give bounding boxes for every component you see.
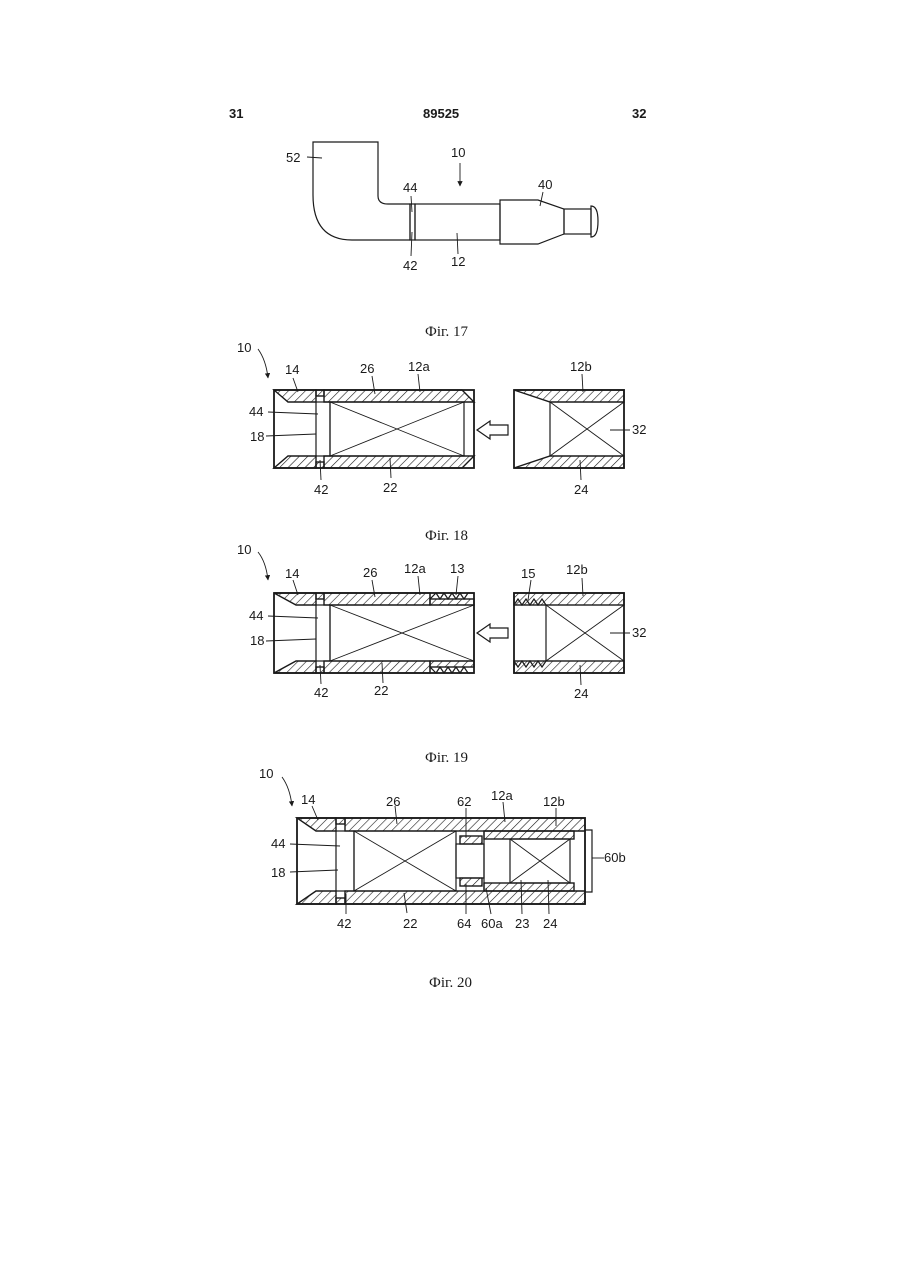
fig19-label-12a: 12a [404, 561, 426, 576]
fig19-label-12b: 12b [566, 562, 588, 577]
fig20-caption: Фіг. 20 [429, 975, 472, 991]
fig18-label-44: 44 [249, 404, 263, 419]
fig18-label-10: 10 [237, 340, 251, 355]
fig20-label-10: 10 [259, 766, 273, 781]
fig18-caption: Фіг. 18 [425, 528, 468, 544]
figure-17: 52 10 44 40 42 12 Фіг. 17 [286, 142, 598, 340]
fig18-insert-arrow [477, 421, 508, 439]
fig19-label-44: 44 [249, 608, 263, 623]
fig20-label-23: 23 [515, 916, 529, 931]
figure-19: 10 14 26 12a 13 15 12b 44 18 32 42 22 24… [237, 542, 646, 766]
fig20-end-cap [585, 830, 592, 892]
fig19-label-24: 24 [574, 686, 588, 701]
fig20-label-62: 62 [457, 794, 471, 809]
fig19-label-26: 26 [363, 565, 377, 580]
fig18-label-18: 18 [250, 429, 264, 444]
fig18-label-42: 42 [314, 482, 328, 497]
fig18-label-24: 24 [574, 482, 588, 497]
fig17-label-12: 12 [451, 254, 465, 269]
fig19-label-18: 18 [250, 633, 264, 648]
fig19-insert-arrow [477, 624, 508, 642]
fig18-label-12a: 12a [408, 359, 430, 374]
fig20-label-64: 64 [457, 916, 471, 931]
figure-18: 10 14 26 12a 12b 44 18 32 42 22 24 Фіг. … [237, 340, 646, 544]
fig19-label-42: 42 [314, 685, 328, 700]
fig18-label-22: 22 [383, 480, 397, 495]
fig17-label-42: 42 [403, 258, 417, 273]
figure-20: 10 14 26 62 12a 12b 44 60b 18 42 22 64 6… [259, 766, 626, 991]
fig20-label-44: 44 [271, 836, 285, 851]
fig19-label-14: 14 [285, 566, 299, 581]
fig17-label-10: 10 [451, 145, 465, 160]
fig19-label-13: 13 [450, 561, 464, 576]
fig20-connector [456, 844, 484, 878]
fig20-label-22: 22 [403, 916, 417, 931]
fig20-label-24: 24 [543, 916, 557, 931]
fig17-label-40: 40 [538, 177, 552, 192]
fig20-label-18: 18 [271, 865, 285, 880]
fig19-label-10: 10 [237, 542, 251, 557]
fig17-label-44: 44 [403, 180, 417, 195]
fig18-label-26: 26 [360, 361, 374, 376]
fig19-label-22: 22 [374, 683, 388, 698]
fig17-caption: Фіг. 17 [425, 324, 468, 340]
fig18-label-14: 14 [285, 362, 299, 377]
fig17-bent-pipe [313, 142, 410, 240]
fig20-label-12b: 12b [543, 794, 565, 809]
fig20-label-60a: 60a [481, 916, 503, 931]
fig20-label-42: 42 [337, 916, 351, 931]
fig20-label-12a: 12a [491, 788, 513, 803]
fig18-label-32: 32 [632, 422, 646, 437]
fig17-end-cap [591, 206, 598, 237]
fig17-joint-ring [410, 204, 415, 240]
fig20-label-14: 14 [301, 792, 315, 807]
fig19-label-15: 15 [521, 566, 535, 581]
fig17-end [564, 209, 591, 234]
fig20-label-60b: 60b [604, 850, 626, 865]
fig17-label-52: 52 [286, 150, 300, 165]
fig18-label-12b: 12b [570, 359, 592, 374]
fig19-caption: Фіг. 19 [425, 750, 468, 766]
fig19-label-32: 32 [632, 625, 646, 640]
fig17-body [500, 200, 564, 244]
fig20-label-26: 26 [386, 794, 400, 809]
